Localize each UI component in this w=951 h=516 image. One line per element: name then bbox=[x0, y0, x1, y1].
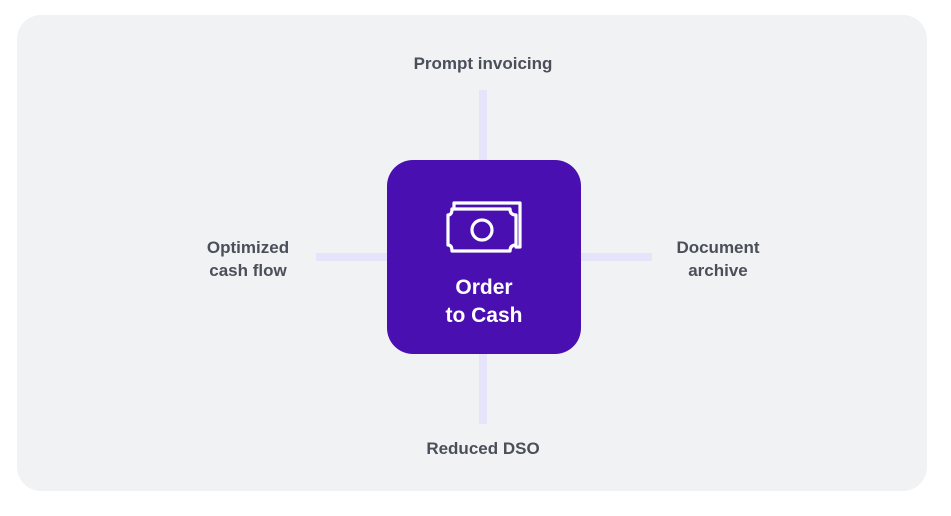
benefit-document-archive: Document archive bbox=[648, 236, 788, 282]
hub-title-line1: Order bbox=[455, 276, 513, 299]
order-to-cash-hub: Order to Cash bbox=[387, 160, 581, 354]
hub-title: Order to Cash bbox=[387, 274, 581, 330]
benefit-label-line2: cash flow bbox=[209, 261, 287, 280]
benefit-prompt-invoicing: Prompt invoicing bbox=[383, 52, 583, 75]
benefit-label-line1: Optimized bbox=[206, 238, 290, 257]
benefit-label: Reduced DSO bbox=[426, 439, 540, 458]
benefit-label-line2: archive bbox=[688, 261, 748, 280]
connector-bottom bbox=[479, 352, 487, 424]
banknote-icon bbox=[446, 201, 522, 253]
connector-top bbox=[479, 90, 487, 162]
connector-left bbox=[316, 253, 389, 261]
hub-title-line2: to Cash bbox=[445, 304, 523, 327]
benefit-reduced-dso: Reduced DSO bbox=[383, 437, 583, 460]
benefit-optimized-cash-flow: Optimized cash flow bbox=[178, 236, 318, 282]
benefit-label-line1: Document bbox=[676, 238, 760, 257]
benefit-label: Prompt invoicing bbox=[413, 54, 553, 73]
connector-right bbox=[579, 253, 652, 261]
